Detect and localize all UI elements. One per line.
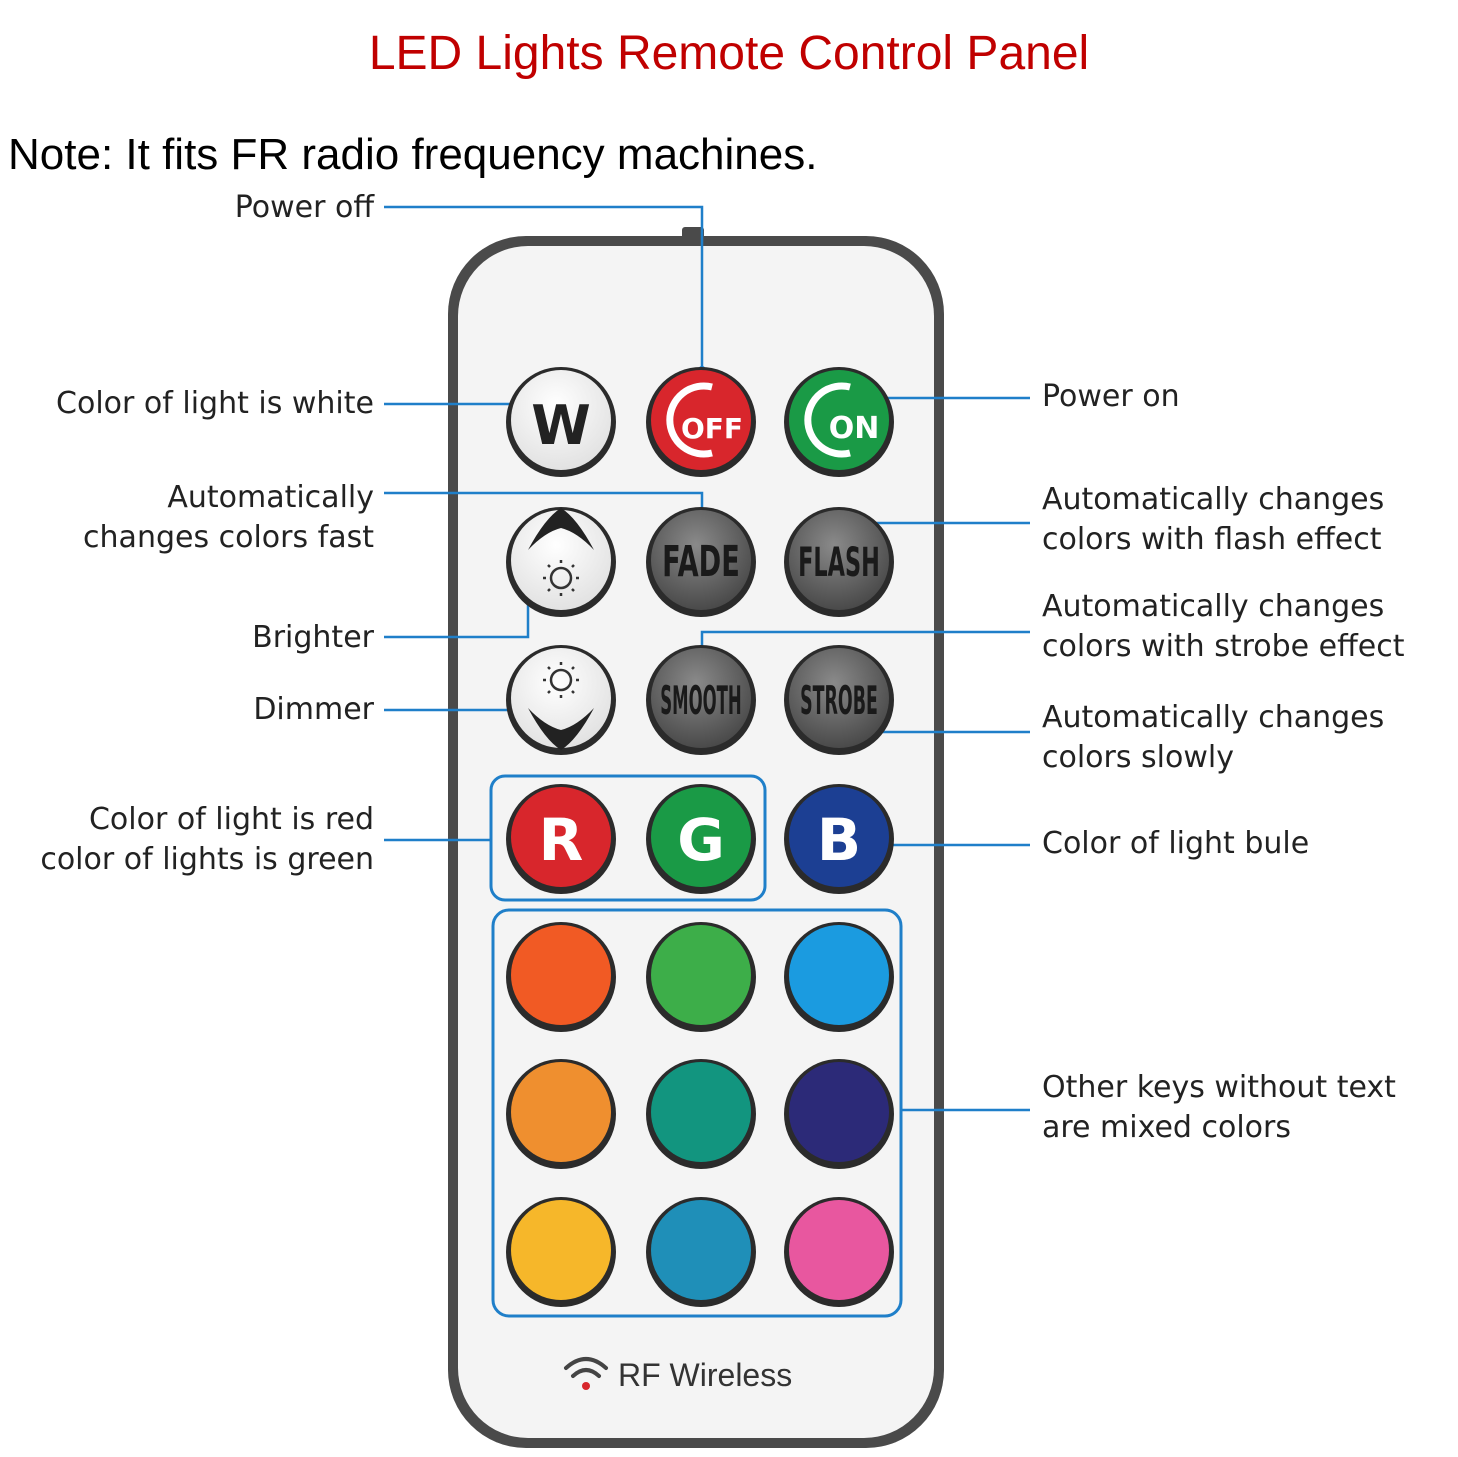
green-button-label: G — [677, 806, 725, 874]
brighter-button[interactable] — [506, 507, 616, 617]
color-key-button[interactable] — [506, 1197, 616, 1307]
brightness-icon — [543, 560, 579, 596]
arrow-up-icon — [528, 508, 594, 550]
rf-wireless-label: RF Wireless — [618, 1357, 792, 1393]
red-button-label: R — [539, 806, 584, 874]
label-power-on: Power on — [1042, 379, 1180, 414]
label-flash: Automatically changes colors with flash … — [1042, 482, 1385, 557]
remote-top-nub — [682, 227, 704, 239]
label-mixed: Other keys without text are mixed colors — [1042, 1070, 1396, 1145]
on-button-label: ON — [829, 411, 880, 446]
fade-button[interactable]: FADE — [646, 507, 756, 617]
power-on-icon — [804, 382, 851, 458]
strobe-button-label: STROBE — [800, 679, 878, 724]
label-brighter: Brighter — [252, 620, 374, 655]
brightness-icon — [543, 662, 579, 698]
wifi-icon — [564, 1357, 608, 1390]
color-keys-group-outline — [491, 908, 903, 1318]
flash-button[interactable]: FLASH — [784, 507, 894, 617]
color-key-button[interactable] — [784, 1059, 894, 1169]
color-key-button[interactable] — [646, 922, 756, 1032]
color-key-button[interactable] — [784, 922, 894, 1032]
blue-button[interactable]: B — [784, 784, 894, 894]
color-key-button[interactable] — [646, 1197, 756, 1307]
page-title: LED Lights Remote Control Panel — [368, 27, 1090, 80]
fade-button-label: FADE — [662, 538, 740, 587]
smooth-button[interactable]: SMOOTH — [646, 645, 756, 755]
label-blue: Color of light bule — [1042, 826, 1310, 861]
strobe-button[interactable]: STROBE — [784, 645, 894, 755]
smooth-button-label: SMOOTH — [660, 679, 741, 725]
label-slow: Automatically changes colors slowly — [1042, 700, 1385, 775]
off-button-label: OFF — [681, 412, 743, 445]
label-dimmer: Dimmer — [253, 692, 374, 727]
dimmer-button[interactable] — [506, 645, 616, 755]
off-button[interactable]: OFF — [646, 367, 756, 477]
color-key-button[interactable] — [646, 1059, 756, 1169]
color-keys-grid — [506, 922, 894, 1307]
white-button[interactable]: W — [506, 367, 616, 477]
on-button[interactable]: ON — [784, 367, 894, 477]
label-white: Color of light is white — [56, 386, 374, 421]
callout-line-power-off — [384, 205, 704, 370]
label-red-green: Color of light is red color of lights is… — [40, 802, 374, 877]
blue-button-label: B — [817, 806, 861, 874]
power-off-icon — [666, 382, 713, 458]
label-power-off: Power off — [234, 190, 374, 225]
color-key-button[interactable] — [506, 1059, 616, 1169]
red-button[interactable]: R — [506, 784, 616, 894]
arrow-down-icon — [528, 708, 594, 750]
label-strobe: Automatically changes colors with strobe… — [1042, 589, 1405, 664]
color-key-button[interactable] — [506, 922, 616, 1032]
flash-button-label: FLASH — [798, 539, 880, 586]
green-button[interactable]: G — [646, 784, 756, 894]
rg-group-outline — [489, 774, 767, 902]
compatibility-note: Note: It fits FR radio frequency machine… — [8, 130, 818, 179]
label-fast: Automatically changes colors fast — [83, 480, 374, 555]
color-key-button[interactable] — [784, 1197, 894, 1307]
white-button-label: W — [531, 394, 591, 457]
